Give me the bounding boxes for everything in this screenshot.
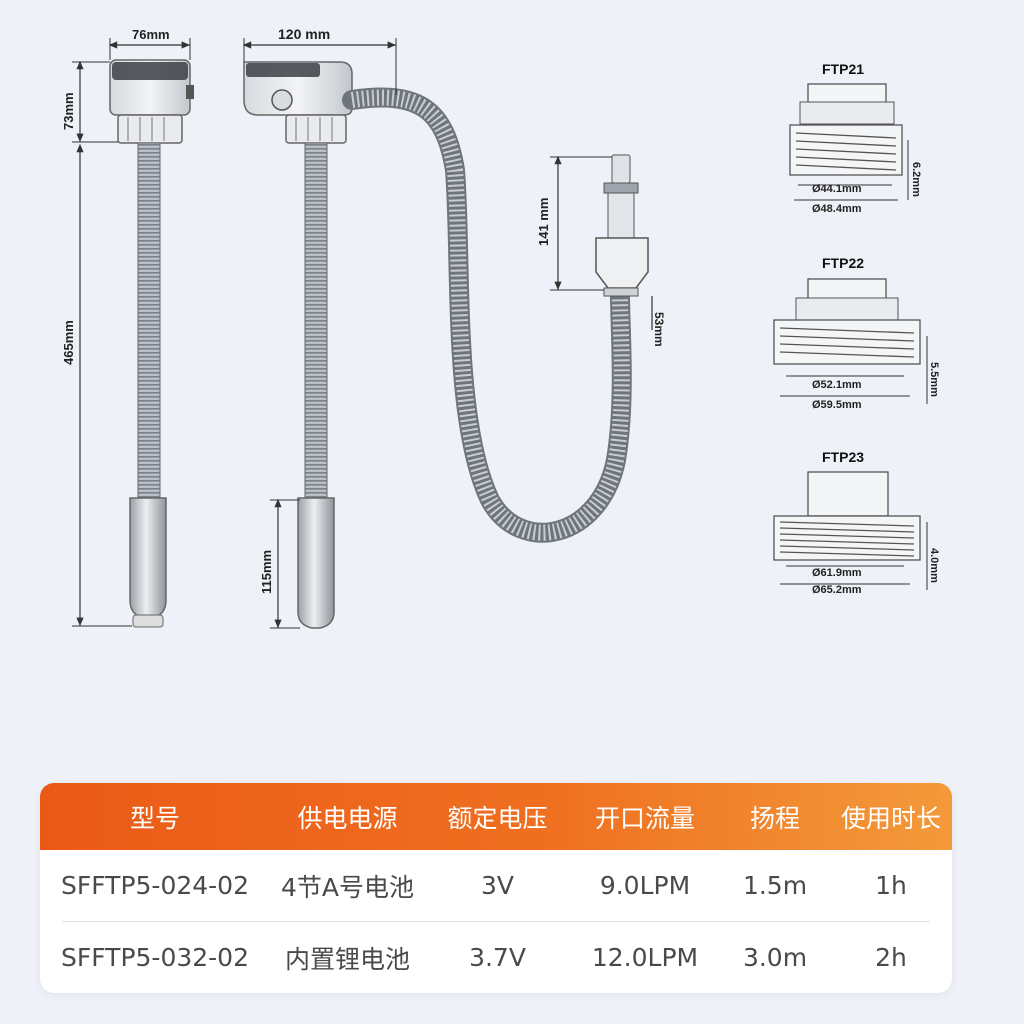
header-model: 型号 bbox=[129, 803, 180, 833]
pump-with-hose-drawing bbox=[243, 61, 649, 629]
table-row: SFFTP5-032-02 内置锂电池 3.7V 12.0LPM 3.0m 2h bbox=[40, 922, 952, 993]
pump-dimension-diagram: 76mm 73mm 465mm bbox=[61, 26, 940, 629]
adapter-ftp22-inner: Ø52.1mm bbox=[812, 379, 862, 391]
adapter-ftp21-pitch: 6.2mm bbox=[910, 162, 922, 197]
spec-table: 型号 供电电源 额定电压 开口流量 扬程 使用时长 SFFTP5-024-02 … bbox=[40, 783, 952, 993]
nozzle-length-label: 141 mm bbox=[536, 198, 551, 246]
row-divider bbox=[62, 921, 930, 922]
cell-flow-rate: 12.0LPM bbox=[591, 943, 699, 972]
adapter-ftp22-outer: Ø59.5mm bbox=[812, 399, 862, 411]
table-row: SFFTP5-024-02 4节A号电池 3V 9.0LPM 1.5m 1h bbox=[40, 850, 952, 921]
pump1-width-dimension: 76mm bbox=[108, 27, 191, 60]
pump-straight-drawing bbox=[109, 59, 194, 628]
header-runtime: 使用时长 bbox=[840, 803, 941, 833]
adapter-ftp21-name: FTP21 bbox=[822, 61, 864, 77]
pump1-length-dimension: 465mm bbox=[61, 143, 132, 627]
adapter-ftp22-name: FTP22 bbox=[822, 255, 864, 271]
pump1-length-label: 465mm bbox=[61, 320, 76, 365]
adapter-ftp21-outer: Ø48.4mm bbox=[812, 203, 862, 215]
pump1-head-height-dimension: 73mm bbox=[61, 60, 118, 143]
spec-table-header: 型号 供电电源 额定电压 开口流量 扬程 使用时长 bbox=[40, 783, 952, 850]
adapter-ftp23-name: FTP23 bbox=[822, 449, 864, 465]
cell-power-source: 内置锂电池 bbox=[284, 944, 410, 974]
cell-power-source: 4节A号电池 bbox=[280, 872, 414, 902]
adapter-ftp22-pitch: 5.5mm bbox=[928, 362, 940, 397]
cell-runtime: 1h bbox=[875, 871, 907, 900]
adapter-ftp21-inner: Ø44.1mm bbox=[812, 183, 862, 195]
nozzle-length-dimension: 141 mm bbox=[536, 155, 612, 291]
cell-rated-voltage: 3.7V bbox=[469, 943, 526, 972]
cell-model: SFFTP5-032-02 bbox=[60, 943, 249, 972]
pump1-head-height-label: 73mm bbox=[61, 92, 76, 130]
adapter-ftp23-outer: Ø65.2mm bbox=[812, 584, 862, 596]
adapter-ftp21: FTP21 Ø44.1mm Ø48.4mm 6.2mm bbox=[789, 61, 922, 215]
cell-lift: 3.0m bbox=[742, 943, 808, 972]
cell-flow-rate: 9.0LPM bbox=[599, 871, 691, 900]
pump2-width-label: 120 mm bbox=[278, 26, 330, 42]
cell-runtime: 2h bbox=[875, 943, 907, 972]
header-lift: 扬程 bbox=[749, 803, 800, 833]
cell-rated-voltage: 3V bbox=[480, 871, 514, 900]
adapter-ftp23-inner: Ø61.9mm bbox=[812, 567, 862, 579]
pump2-width-dimension: 120 mm bbox=[242, 26, 397, 95]
cell-model: SFFTP5-024-02 bbox=[60, 871, 249, 900]
pump1-width-label: 76mm bbox=[132, 27, 170, 42]
handle-length-dimension: 115mm bbox=[259, 498, 300, 629]
handle-length-label: 115mm bbox=[259, 550, 274, 594]
cell-lift: 1.5m bbox=[742, 871, 808, 900]
adapter-ftp22: FTP22 Ø52.1mm Ø59.5mm 5.5mm bbox=[773, 255, 940, 411]
nozzle-base-label: 53mm bbox=[652, 312, 666, 347]
adapter-ftp23: FTP23 Ø61.9mm Ø65.2mm 4.0mm bbox=[773, 449, 940, 596]
header-flow-rate: 开口流量 bbox=[594, 803, 695, 833]
header-rated-voltage: 额定电压 bbox=[447, 803, 548, 833]
adapter-ftp23-pitch: 4.0mm bbox=[928, 548, 940, 583]
header-power-source: 供电电源 bbox=[297, 803, 398, 833]
nozzle-base-dimension: 53mm bbox=[651, 296, 666, 347]
